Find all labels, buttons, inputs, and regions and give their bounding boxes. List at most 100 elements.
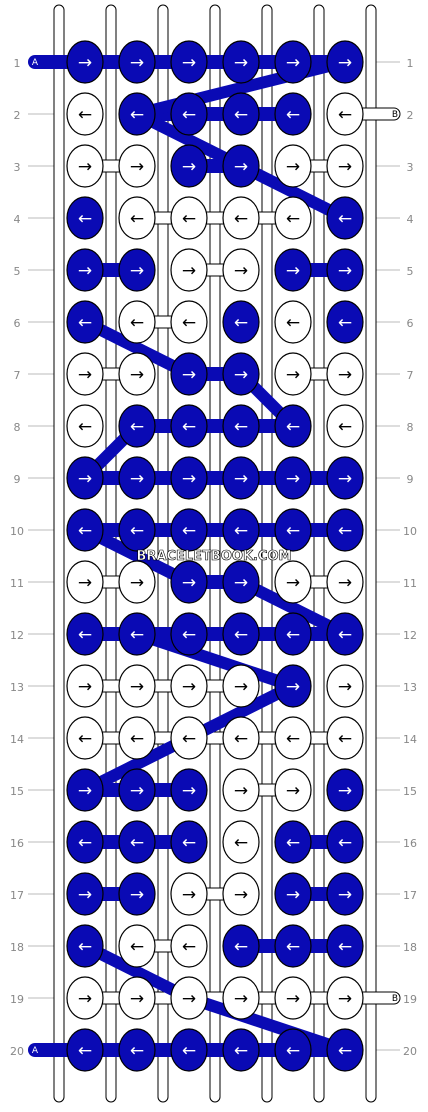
arrow-right-icon: → — [130, 677, 144, 697]
arrow-left-icon: ← — [234, 313, 248, 333]
arrow-left-icon: ← — [234, 209, 248, 229]
arrow-right-icon: → — [338, 677, 352, 697]
arrow-right-icon: → — [234, 677, 248, 697]
knot-ellipse — [222, 664, 260, 708]
arrow-right-icon: → — [130, 365, 144, 385]
knot: ← — [66, 1028, 104, 1072]
arrow-right-icon: → — [338, 365, 352, 385]
arrow-left-icon: ← — [78, 105, 92, 125]
knot-ellipse — [326, 612, 364, 656]
knot: → — [326, 248, 364, 292]
knot: → — [326, 664, 364, 708]
knot-ellipse — [274, 716, 312, 760]
knot: ← — [66, 300, 104, 344]
knot: ← — [118, 300, 156, 344]
knot: → — [118, 40, 156, 84]
knot-ellipse — [274, 352, 312, 396]
knots: → → → → → → ← ← ← ← ← ← → → → → → → ← ← ← ← ← ← → → → → → → ← ← ← ← ← ← → → → →… — [66, 40, 364, 1072]
arrow-right-icon: → — [234, 261, 248, 281]
knot-ellipse — [222, 716, 260, 760]
knot: → — [222, 144, 260, 188]
knot-ellipse — [222, 300, 260, 344]
knot-ellipse — [326, 248, 364, 292]
thread-end-label-b: B — [392, 994, 398, 1004]
knot: → — [326, 40, 364, 84]
knot: ← — [118, 404, 156, 448]
knot: → — [326, 768, 364, 812]
knot: → — [274, 560, 312, 604]
arrow-left-icon: ← — [286, 105, 300, 125]
knot: → — [222, 872, 260, 916]
knot: ← — [66, 924, 104, 968]
row-label-left: 14 — [10, 733, 24, 746]
arrow-right-icon: → — [182, 573, 196, 593]
knot-ellipse — [222, 248, 260, 292]
knot-ellipse — [66, 612, 104, 656]
arrow-right-icon: → — [338, 989, 352, 1009]
arrow-right-icon: → — [78, 261, 92, 281]
knot: ← — [326, 1028, 364, 1072]
knot: ← — [66, 820, 104, 864]
arrow-left-icon: ← — [182, 521, 196, 541]
row-label-left: 18 — [10, 941, 24, 954]
thread-end-label-b: B — [392, 110, 398, 120]
knot-ellipse — [274, 404, 312, 448]
arrow-right-icon: → — [338, 53, 352, 73]
knot-ellipse — [170, 716, 208, 760]
knot-ellipse — [274, 560, 312, 604]
knot-ellipse — [66, 560, 104, 604]
row-label-right: 16 — [403, 837, 417, 850]
knot-ellipse — [170, 768, 208, 812]
knot-ellipse — [222, 196, 260, 240]
arrow-left-icon: ← — [130, 209, 144, 229]
knot-ellipse — [326, 872, 364, 916]
arrow-right-icon: → — [234, 885, 248, 905]
row-label-right: 7 — [407, 369, 414, 382]
knot: → — [222, 768, 260, 812]
knot: ← — [66, 196, 104, 240]
knot: → — [118, 560, 156, 604]
knot-ellipse — [118, 248, 156, 292]
row-label-right: 11 — [403, 577, 417, 590]
knot-ellipse — [170, 976, 208, 1020]
knot-ellipse — [118, 352, 156, 396]
knot: ← — [170, 924, 208, 968]
arrow-right-icon: → — [338, 469, 352, 489]
arrow-left-icon: ← — [182, 833, 196, 853]
row-label-left: 9 — [14, 473, 21, 486]
row-label-left: 17 — [10, 889, 24, 902]
arrow-left-icon: ← — [338, 417, 352, 437]
row-label-right: 10 — [403, 525, 417, 538]
knot: → — [170, 40, 208, 84]
knot-ellipse — [326, 1028, 364, 1072]
arrow-right-icon: → — [182, 469, 196, 489]
arrow-right-icon: → — [130, 885, 144, 905]
arrow-left-icon: ← — [130, 313, 144, 333]
knot-ellipse — [274, 924, 312, 968]
knot-ellipse — [118, 612, 156, 656]
arrow-right-icon: → — [78, 157, 92, 177]
knot: ← — [170, 92, 208, 136]
arrow-right-icon: → — [286, 885, 300, 905]
knot-ellipse — [274, 768, 312, 812]
arrow-left-icon: ← — [338, 937, 352, 957]
knot: ← — [326, 820, 364, 864]
knot: → — [170, 664, 208, 708]
knot-ellipse — [222, 40, 260, 84]
knot-ellipse — [326, 404, 364, 448]
arrow-left-icon: ← — [130, 1041, 144, 1061]
thread-end-label-a: A — [32, 1046, 39, 1056]
row-label-left: 15 — [10, 785, 24, 798]
arrow-left-icon: ← — [338, 833, 352, 853]
knot-ellipse — [222, 404, 260, 448]
knot: ← — [118, 612, 156, 656]
knot: → — [274, 456, 312, 500]
knot: → — [170, 872, 208, 916]
knot: ← — [326, 716, 364, 760]
arrow-right-icon: → — [182, 365, 196, 385]
knot: → — [66, 248, 104, 292]
knot: → — [170, 456, 208, 500]
knot: ← — [274, 924, 312, 968]
knot: ← — [222, 612, 260, 656]
